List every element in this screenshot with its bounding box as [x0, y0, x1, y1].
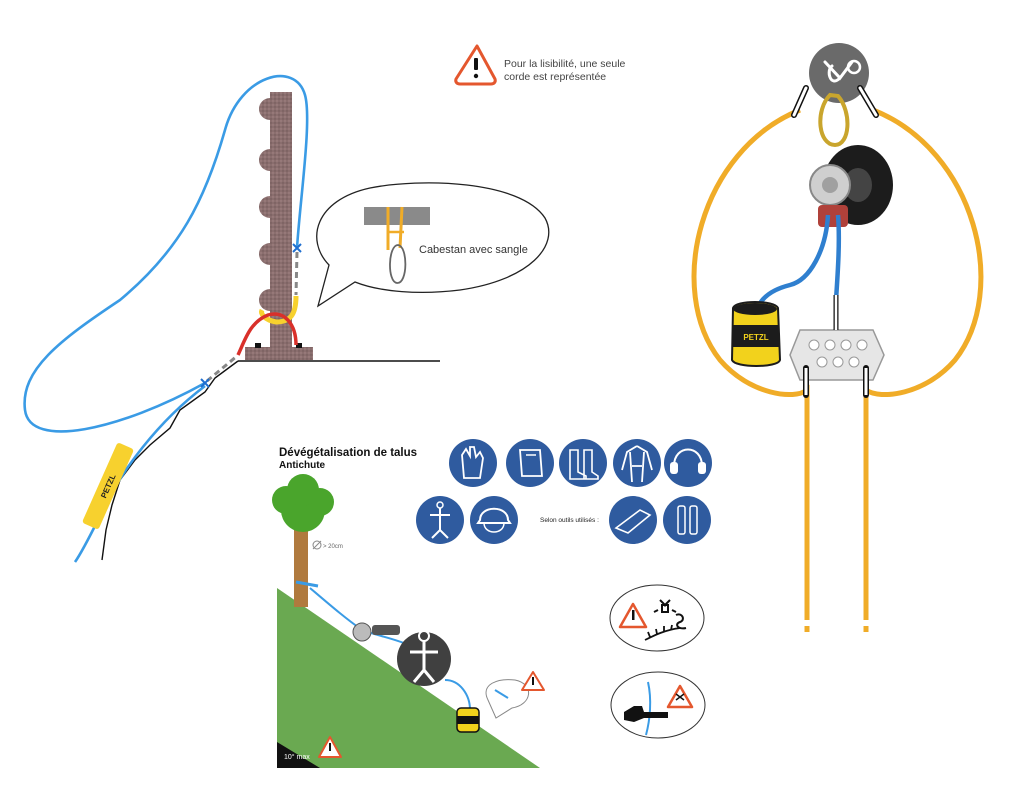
- face-shield-icon: [506, 439, 554, 487]
- coverall-icon: [613, 439, 661, 487]
- carabiner: [818, 92, 850, 148]
- callout-label: Cabestan avec sangle: [419, 244, 528, 256]
- knot-callout: [485, 679, 529, 719]
- worker-harness: [397, 630, 451, 686]
- legibility-warning: Pour la lisibilité, une seule corde est …: [454, 44, 626, 86]
- chainsaw-icon: [624, 706, 668, 722]
- hazard-oval-chainsaw: [610, 671, 706, 739]
- leg-guard-icon: [609, 496, 657, 544]
- pole-anchor-scene: PETZL: [23, 74, 440, 563]
- gloves-icon: [449, 439, 497, 487]
- hazard-oval-wildlife: [609, 584, 705, 652]
- anchor-rope: [295, 580, 319, 588]
- blue-marker: [292, 243, 302, 253]
- warning-line-2: corde est représentée: [504, 71, 606, 83]
- thorn-branch-icon: [644, 624, 681, 641]
- fall-arrest-device: [352, 622, 400, 642]
- lanyard-dashed-lower: [206, 354, 238, 383]
- orange-rope-loop: [691, 107, 810, 620]
- warning-line-1: Pour la lisibilité, une seule: [504, 58, 626, 70]
- blue-rope-to-bag: [753, 214, 831, 316]
- pulley-rig-scene: PETZL: [691, 43, 984, 632]
- selon-outils-label: Selon outils utilisés :: [540, 517, 599, 524]
- ppe-icons: Selon outils utilisés :: [416, 439, 712, 544]
- boots-icon: [559, 439, 607, 487]
- insect-icon: [653, 599, 677, 613]
- rope-protector-sleeve: PETZL: [82, 443, 134, 529]
- snake-icon: [675, 613, 687, 630]
- talus-subtitle: Antichute: [279, 460, 326, 471]
- orange-rope-dashes: [804, 598, 869, 632]
- talus-scene: Dévégétalisation de talus Antichute 10° …: [272, 447, 545, 768]
- winch-drum: [809, 145, 893, 227]
- blue-rope-down-right: [833, 214, 842, 301]
- ear-protection-icon: [664, 439, 712, 487]
- diameter-icon: [312, 540, 322, 550]
- small-rope-bag: [456, 707, 480, 733]
- tree: [272, 474, 334, 607]
- anchor-pole: [245, 92, 313, 360]
- orange-rope-loop-right: [863, 107, 984, 620]
- rope-bag: PETZL: [730, 301, 782, 367]
- harness-icon: [416, 496, 464, 544]
- talus-title: Dévégétalisation de talus: [279, 447, 417, 459]
- lanyard-dashed: [294, 251, 299, 296]
- helmet-icon: [470, 496, 518, 544]
- lifeline-to-bag: [444, 679, 471, 711]
- cabestan-callout: Cabestan avec sangle: [316, 182, 550, 308]
- anchor-ring: [809, 43, 869, 103]
- red-rope: [236, 312, 298, 356]
- rigging-plate: [789, 329, 885, 381]
- tree-diameter-label: > 20cm: [323, 544, 343, 550]
- slope-angle-marker: [277, 742, 320, 768]
- chainsaw-trousers-icon: [663, 496, 711, 544]
- blue-marker: [200, 378, 210, 388]
- bag-brand-text: PETZL: [743, 333, 768, 342]
- slope-angle-label: 10° max: [284, 753, 310, 761]
- yellow-strap: [259, 295, 299, 325]
- blue-rope: [23, 74, 309, 433]
